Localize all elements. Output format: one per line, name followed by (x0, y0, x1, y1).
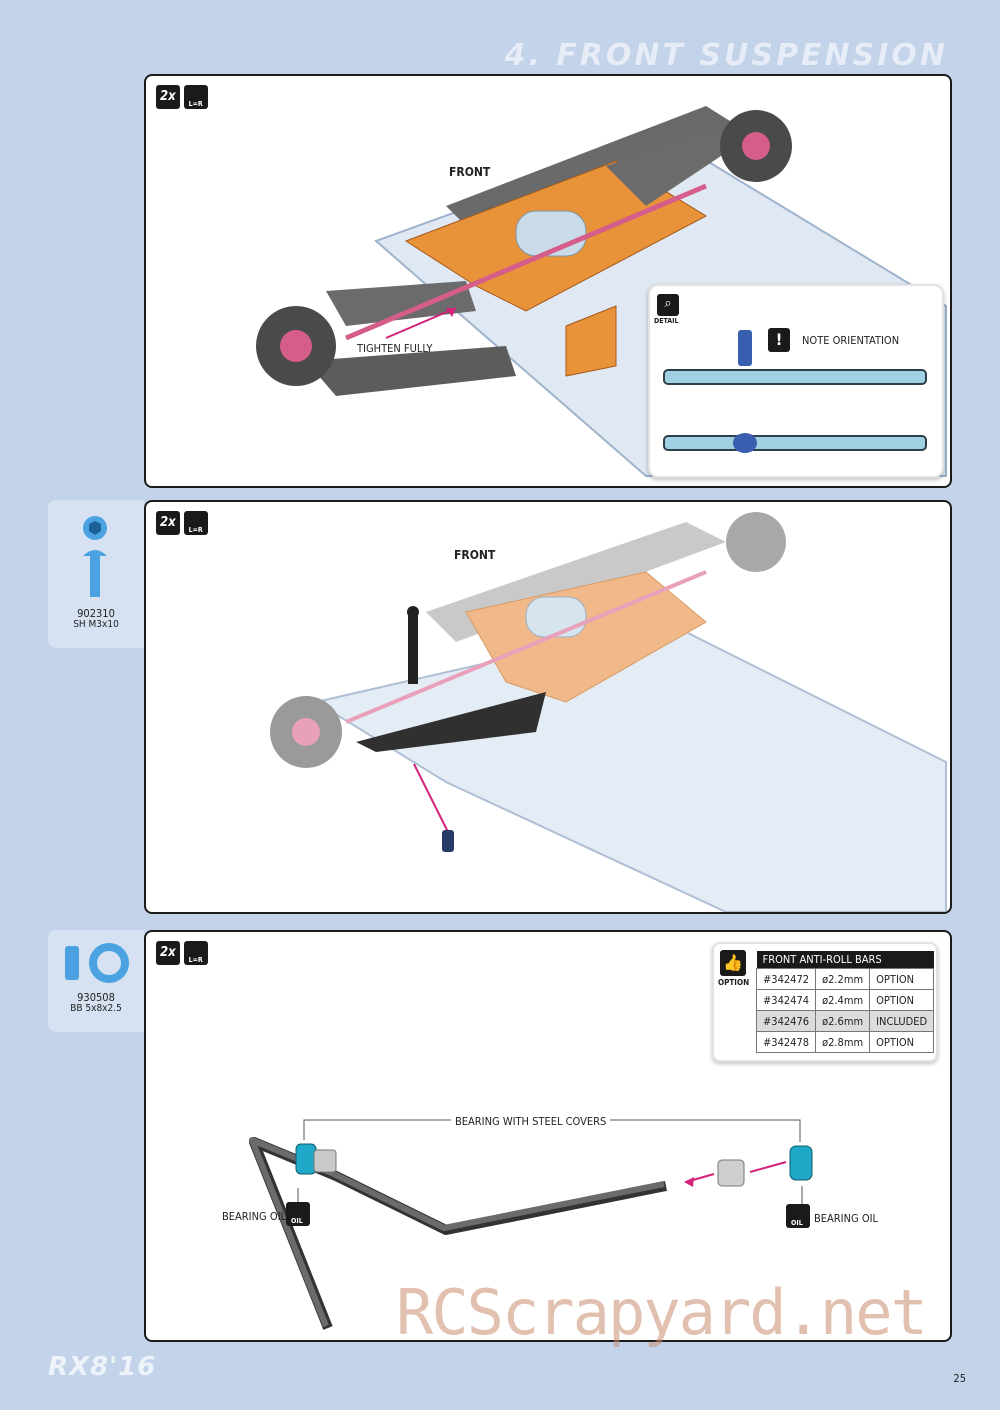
part-number-902310: 902310 SH M3x10 (73, 607, 119, 630)
pivot-ball-orientation-diagram (663, 330, 927, 453)
tighten-fully-label: TIGHTEN FULLY (357, 342, 433, 355)
thumbs-up-icon: 👍 (720, 950, 746, 976)
step-3-parts-tab: 930508 BB 5x8x2.5 (48, 930, 144, 1032)
bearing-oil-right-label: BEARING OIL (814, 1212, 879, 1225)
detail-label: DETAIL (654, 317, 679, 325)
step-3-panel: 2x L=R 👍 OPTION FRONT ANTI-ROLL BARS #34… (144, 930, 952, 1342)
detail-inset: ⌕ DETAIL ! NOTE ORIENTATION (648, 284, 944, 478)
oil-icon: OIL (291, 1217, 303, 1225)
front-label: FRONT (449, 165, 491, 179)
lower-arm-assembly-illustration (270, 512, 947, 912)
table-title: FRONT ANTI-ROLL BARS (756, 951, 934, 969)
anti-roll-bar-illustration (249, 1119, 813, 1330)
step-2-panel: 2x L=R FRONT (144, 500, 952, 914)
bearing-covers-label: BEARING WITH STEEL COVERS (451, 1115, 611, 1128)
note-warning-icon: ! (768, 328, 790, 352)
option-label: OPTION (718, 978, 750, 987)
page-number: 25 (953, 1372, 966, 1385)
watermark: RCScrapyard.net (396, 1276, 928, 1349)
rx816-logo: RX8'16 (48, 1352, 157, 1382)
step-2-qty: 2x L=R (156, 511, 208, 535)
step-1-qty: 2x L=R (156, 85, 208, 109)
bearing-icon (65, 943, 129, 983)
left-right-icon: L=R (183, 511, 208, 535)
part-number-930508: 930508 BB 5x8x2.5 (70, 991, 122, 1014)
oil-icon: OIL (791, 1219, 803, 1227)
detail-magnifier-icon: ⌕ (657, 294, 679, 316)
quantity-badge: 2x (156, 941, 180, 965)
note-orientation-label: NOTE ORIENTATION (802, 334, 900, 347)
front-label: FRONT (454, 548, 496, 562)
step-1-panel: 2x L=R FRONT TIGHTEN FULLY ⌕ DETAIL ! NO… (144, 74, 952, 488)
section-title: 4. FRONT SUSPENSION (504, 38, 948, 73)
left-right-icon: L=R (183, 941, 208, 965)
quantity-badge: 2x (156, 511, 180, 535)
step-2-parts-tab: 902310 SH M3x10 (48, 500, 144, 648)
bearing-oil-left-label: BEARING OIL (222, 1210, 287, 1223)
left-right-icon: L=R (183, 85, 208, 109)
screw-icon (83, 516, 107, 597)
quantity-badge: 2x (156, 85, 180, 109)
step-3-qty: 2x L=R (156, 941, 208, 965)
